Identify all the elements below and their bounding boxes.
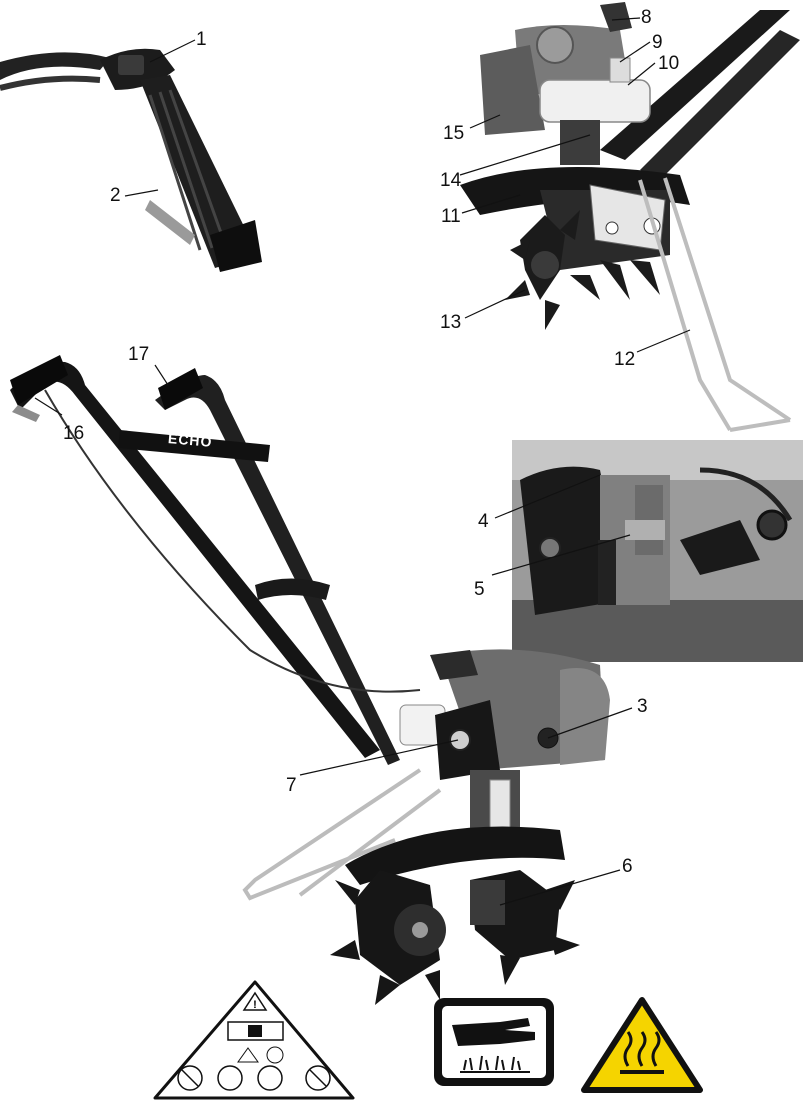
svg-text:!: ! bbox=[253, 999, 257, 1011]
callout-12: 12 bbox=[614, 349, 636, 370]
tiller-full-view bbox=[10, 355, 610, 1005]
callout-5: 5 bbox=[474, 579, 485, 600]
callout-8: 8 bbox=[641, 7, 652, 28]
choke-lever-photo bbox=[512, 440, 803, 662]
throttle-handle-detail bbox=[0, 48, 262, 272]
callout-17: 17 bbox=[128, 344, 150, 365]
callout-16: 16 bbox=[63, 423, 85, 444]
brand-crossbar bbox=[118, 430, 270, 462]
callout-13: 13 bbox=[440, 312, 462, 333]
hot-surface-warning-icon bbox=[581, 997, 703, 1093]
callout-11: 11 bbox=[441, 206, 461, 227]
safety-triangle-label: ! bbox=[153, 980, 355, 1100]
left-grip bbox=[10, 355, 68, 405]
callout-10: 10 bbox=[658, 53, 680, 74]
throttle-button bbox=[118, 55, 144, 75]
warning-triangle-icon bbox=[242, 991, 268, 1011]
right-grip bbox=[158, 368, 203, 410]
callout-4: 4 bbox=[478, 511, 489, 532]
callout-14: 14 bbox=[440, 170, 462, 191]
hot-surface-hand-icon bbox=[434, 998, 554, 1086]
callout-6: 6 bbox=[622, 856, 633, 877]
callout-7: 7 bbox=[286, 775, 297, 796]
throttle-lever bbox=[145, 200, 195, 245]
callout-2: 2 bbox=[110, 185, 121, 206]
callout-15: 15 bbox=[443, 123, 465, 144]
callout-3: 3 bbox=[637, 696, 648, 717]
engine-front-view bbox=[460, 2, 800, 432]
callout-1: 1 bbox=[196, 29, 207, 50]
callout-9: 9 bbox=[652, 32, 663, 53]
leader-lines bbox=[34, 17, 691, 906]
